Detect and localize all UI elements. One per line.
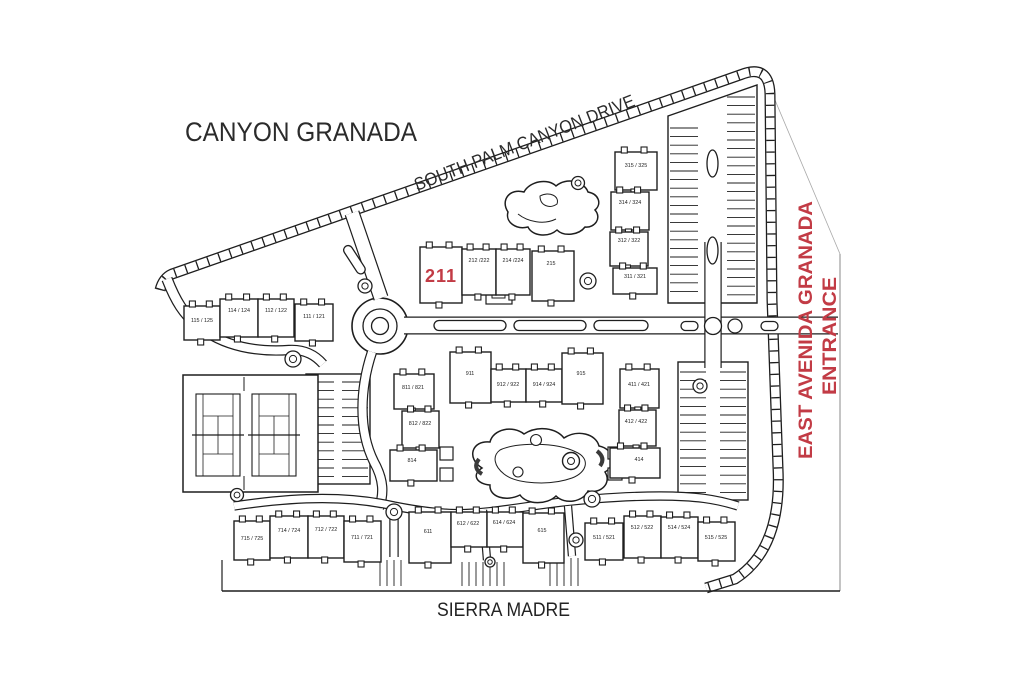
tennis-courts: [182, 374, 319, 493]
building-115-125: 115 / 125: [183, 300, 221, 346]
building-914-924: 914 / 924: [525, 363, 563, 408]
unit-label: 612 / 622: [457, 521, 479, 527]
unit-label: 214 /224: [503, 258, 524, 264]
unit-label: 912 / 922: [497, 382, 519, 388]
street-south-palm-canyon-drive: SOUTH PALM CANYON DRIVE: [411, 91, 637, 195]
building-215: 215: [531, 245, 575, 307]
building-712-722: 712 / 722: [307, 510, 345, 564]
building-911: 911: [449, 346, 492, 409]
unit-label: 312 / 322: [618, 238, 640, 244]
unit-label: 614 / 624: [493, 520, 515, 526]
building-715-725: 715 / 725: [233, 515, 271, 566]
building-312-322: 312 / 322: [609, 226, 649, 272]
unit-label: 515 / 525: [705, 535, 727, 541]
building-611: 611: [408, 506, 452, 569]
building-512-522: 512 / 522: [623, 510, 662, 564]
unit-label: 111 / 121: [303, 314, 325, 320]
building-111-121: 111 / 121: [294, 298, 334, 347]
building-912-922: 912 / 922: [490, 363, 527, 408]
street-east-avenida-granada: EAST AVENIDA GRANADA: [795, 201, 817, 459]
unit-label: 112 / 122: [265, 308, 287, 314]
unit-label: 511 / 521: [593, 535, 615, 541]
building-915: 915: [561, 347, 604, 410]
buildings: 211 212 /222 214 /224 215 315 / 325 314 / 324…: [183, 146, 736, 569]
unit-label: 711 / 721: [351, 535, 373, 541]
building-112-122: 112 / 122: [257, 293, 295, 343]
building-612-622: 612 / 622: [450, 506, 488, 553]
unit-label: 315 / 325: [625, 163, 647, 169]
complex-title: CANYON GRANADA: [185, 117, 417, 147]
unit-label: 212 /222: [469, 258, 490, 264]
highlighted-unit-label: 211: [425, 266, 457, 286]
unit-label: 812 / 822: [409, 421, 431, 427]
unit-label: 714 / 724: [278, 528, 300, 534]
building-412-422: 412 / 422: [618, 404, 657, 452]
unit-label: 814: [408, 458, 417, 464]
building-114-124: 114 / 124: [219, 293, 259, 343]
building-414: 414: [609, 442, 661, 484]
unit-label: 215: [547, 261, 556, 267]
unit-label: 414: [635, 457, 644, 463]
unit-label: 514 / 524: [668, 525, 690, 531]
building-615: 615: [522, 507, 565, 569]
unit-label: 911: [466, 371, 475, 377]
building-214-224: 214 /224: [495, 243, 531, 301]
building-614-624: 614 / 624: [486, 506, 524, 553]
building-314-324: 314 / 324: [610, 186, 650, 236]
building-814: 814: [389, 444, 438, 487]
building-514-524: 514 / 524: [660, 511, 699, 564]
unit-label: 811 / 821: [402, 385, 424, 391]
building-515-525: 515 / 525: [697, 516, 736, 567]
entrance-label: ENTRANCE: [819, 277, 841, 395]
parking-areas: [305, 84, 758, 586]
building-511-521: 511 / 521: [584, 517, 624, 566]
street-sierra-madre: SIERRA MADRE: [437, 600, 570, 621]
building-311-321: 311 / 321: [612, 262, 658, 300]
building-411-421: 411 / 421: [619, 363, 660, 414]
building-711-721: 711 / 721: [343, 515, 382, 568]
building-212-222: 212 /222: [461, 243, 497, 301]
unit-label: 411 / 421: [628, 382, 650, 388]
building-211: 211: [419, 241, 463, 309]
path-junction-planters: [229, 272, 708, 568]
unit-label: 914 / 924: [533, 382, 555, 388]
unit-label: 115 / 125: [191, 318, 213, 324]
unit-label: 412 / 422: [625, 419, 647, 425]
building-714-724: 714 / 724: [269, 510, 309, 564]
unit-label: 715 / 725: [241, 536, 263, 542]
unit-label: 512 / 522: [631, 525, 653, 531]
unit-label: 311 / 321: [624, 274, 646, 280]
unit-label: 915: [577, 371, 586, 377]
unit-label: 314 / 324: [619, 200, 641, 206]
unit-label: 114 / 124: [228, 308, 250, 314]
unit-label: 611: [424, 529, 433, 535]
ponds: [439, 175, 623, 504]
unit-label: 615: [538, 528, 547, 534]
unit-label: 712 / 722: [315, 527, 337, 533]
